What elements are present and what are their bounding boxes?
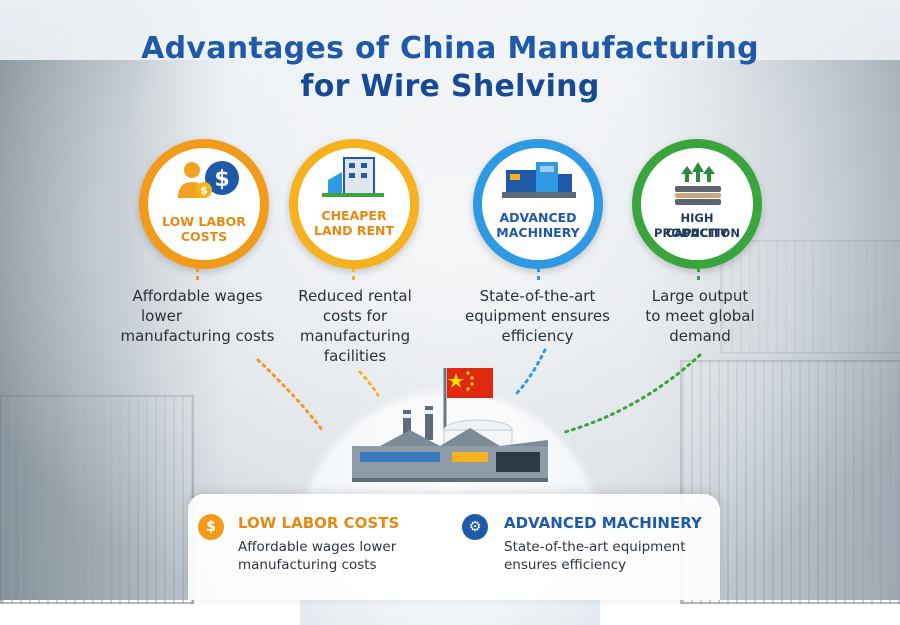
machine-gear-icon: ⚙ bbox=[462, 514, 488, 540]
advantage-label-line2: LAND RENT bbox=[314, 223, 394, 238]
summary-text-machinery-line1: State-of-the-art equipment bbox=[504, 539, 686, 555]
advantage-label-line1: LOW LABOR bbox=[162, 214, 246, 229]
workers-dollar-icon: $ $ bbox=[178, 161, 239, 198]
summary-text-machinery-line2: ensures efficiency bbox=[504, 557, 627, 573]
connector-labor bbox=[256, 358, 324, 432]
description-line: demand bbox=[669, 327, 731, 345]
description-line: lower bbox=[140, 307, 182, 325]
advantage-description-machinery: State-of-the-art equipment ensures effic… bbox=[455, 286, 620, 346]
advantage-card-labor: $ $ LOW LABOR COSTS bbox=[139, 139, 269, 269]
advantage-description-capacity: Large output to meet global demand bbox=[625, 286, 775, 346]
gear-dollar-icon: $ bbox=[198, 514, 224, 540]
summary-text-labor-line1: Affordable wages lower bbox=[238, 539, 397, 555]
advantage-description-labor: Affordable wages lower manufacturing cos… bbox=[105, 286, 290, 346]
page-title-line1: Advantages of China Manufacturing bbox=[141, 31, 759, 66]
description-line: State-of-the-art bbox=[479, 287, 596, 305]
advantage-label-line1: CHEAPER bbox=[321, 208, 387, 223]
connector-machinery bbox=[513, 348, 547, 397]
svg-text:$: $ bbox=[200, 184, 208, 197]
stack-arrows-icon bbox=[675, 162, 721, 205]
summary-text-labor-line2: manufacturing costs bbox=[238, 557, 377, 573]
description-line: equipment ensures bbox=[465, 307, 610, 325]
description-line: costs for bbox=[322, 307, 388, 325]
description-line: Large output bbox=[651, 287, 749, 305]
summary-title-labor: LOW LABOR COSTS bbox=[238, 514, 400, 532]
stem-machinery bbox=[537, 262, 540, 280]
advantage-label-line1: HIGH PRODUCTION bbox=[654, 211, 740, 240]
summary-panel: $ LOW LABOR COSTS Affordable wages lower… bbox=[188, 494, 720, 600]
connector-capacity bbox=[563, 353, 702, 434]
machinery-icon bbox=[502, 162, 576, 198]
advantage-description-rent: Reduced rental costs for manufacturing f… bbox=[280, 286, 430, 366]
building-icon bbox=[322, 157, 384, 197]
connector-lines bbox=[256, 348, 702, 434]
advantage-label-line2: MACHINERY bbox=[496, 225, 580, 240]
advantage-label-line2: CAPACITY bbox=[665, 226, 729, 240]
china-flag-icon bbox=[447, 368, 493, 398]
description-line: Reduced rental bbox=[298, 287, 412, 305]
description-line: Affordable wages bbox=[132, 287, 263, 305]
stem-labor bbox=[196, 262, 199, 280]
factory-icon bbox=[352, 368, 548, 482]
stem-capacity bbox=[697, 262, 700, 280]
summary-title-machinery: ADVANCED MACHINERY bbox=[504, 514, 702, 532]
description-line: to meet global bbox=[645, 307, 755, 325]
advantage-label-line2: COSTS bbox=[180, 229, 228, 244]
connector-rent bbox=[358, 370, 380, 397]
stem-rent bbox=[352, 262, 355, 280]
description-line: manufacturing bbox=[299, 327, 411, 345]
description-line: manufacturing costs bbox=[120, 327, 275, 345]
description-line: facilities bbox=[323, 347, 387, 365]
advantage-card-rent: CHEAPER LAND RENT bbox=[289, 139, 419, 269]
page-title-line2: for Wire Shelving bbox=[300, 69, 600, 104]
svg-text:$: $ bbox=[214, 167, 229, 192]
description-line: efficiency bbox=[501, 327, 574, 345]
advantage-label-line1: ADVANCED bbox=[499, 210, 577, 225]
